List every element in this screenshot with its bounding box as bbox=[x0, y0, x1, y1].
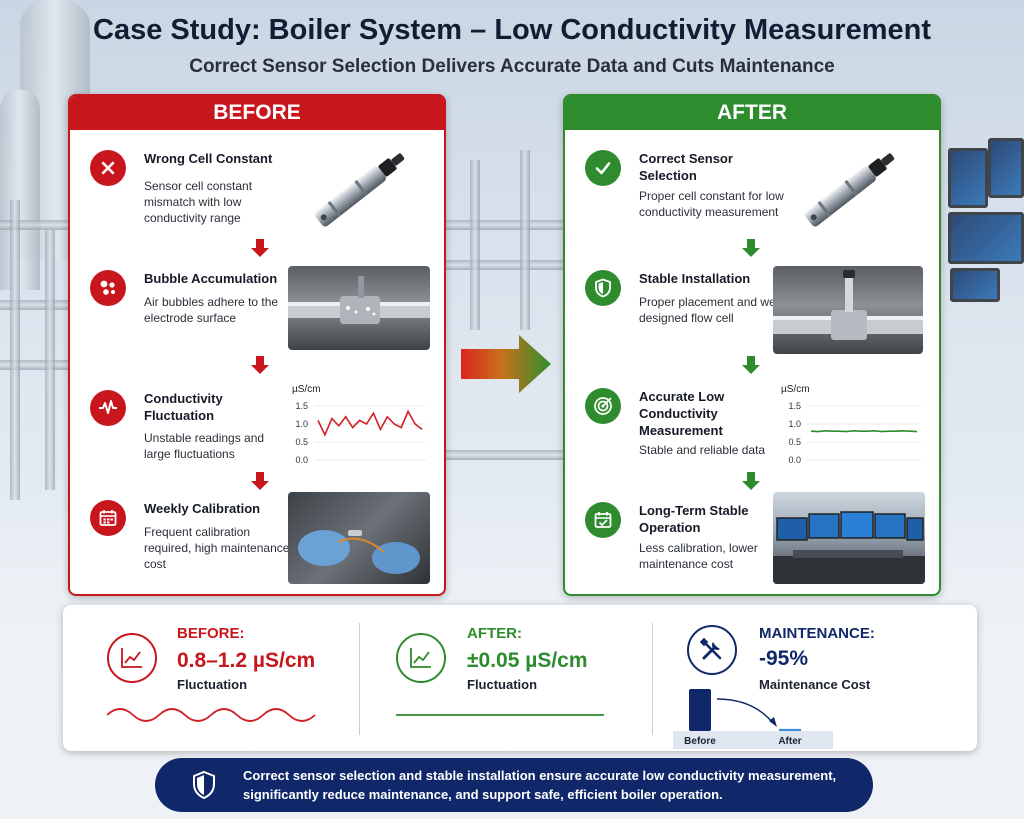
wavy-fluctuation-line bbox=[107, 708, 316, 722]
step-title: Stable Installation bbox=[639, 271, 751, 286]
tools-icon bbox=[687, 625, 737, 675]
sensor-image bbox=[300, 144, 420, 234]
y-tick-label: 1.5 bbox=[788, 401, 801, 411]
x-icon bbox=[90, 150, 126, 186]
result-maintenance-sub: Maintenance Cost bbox=[759, 677, 871, 692]
chart-unit-label: µS/cm bbox=[292, 384, 321, 395]
step-description: Less calibration, lower maintenance cost bbox=[639, 541, 758, 571]
chart-unit-label: µS/cm bbox=[781, 384, 810, 395]
before-series-line bbox=[317, 409, 423, 437]
result-maintenance: MAINTENANCE: -95% Maintenance Cost Befor… bbox=[653, 605, 977, 751]
shield-icon bbox=[191, 770, 217, 805]
before-panel: BEFORE Wrong Cell Constant Sensor cell c… bbox=[68, 94, 446, 596]
y-tick-label: 1.0 bbox=[788, 419, 801, 429]
step-title: Bubble Accumulation bbox=[144, 271, 278, 286]
conclusion-banner: Correct sensor selection and stable inst… bbox=[155, 758, 873, 812]
pulse-icon bbox=[90, 390, 126, 426]
y-tick-label: 0.5 bbox=[295, 437, 308, 447]
after-step-accurate-measurement: Accurate Low Conductivity Measurement St… bbox=[585, 388, 785, 478]
result-after: AFTER: ±0.05 µS/cm Fluctuation bbox=[360, 605, 652, 751]
bar-after-label: After bbox=[778, 736, 801, 747]
results-summary: BEFORE: 0.8–1.2 µS/cm Fluctuation AFTER:… bbox=[63, 605, 977, 751]
before-step-wrong-cell-constant: Wrong Cell Constant Sensor cell constant… bbox=[90, 150, 290, 230]
result-maintenance-value: -95% bbox=[759, 647, 809, 670]
y-tick-label: 0.0 bbox=[788, 455, 801, 465]
step-title: Wrong Cell Constant bbox=[144, 151, 273, 166]
step-title: Correct Sensor Selection bbox=[639, 151, 733, 183]
before-conductivity-chart: µS/cm 1.5 1.0 0.5 0.0 bbox=[292, 384, 426, 465]
flat-stable-line bbox=[396, 714, 604, 716]
step-title: Conductivity Fluctuation bbox=[144, 391, 223, 423]
after-conductivity-chart: µS/cm 1.5 1.0 0.5 0.0 bbox=[781, 384, 921, 465]
before-step-conductivity-fluctuation: Conductivity Fluctuation Unstable readin… bbox=[90, 390, 290, 470]
maintenance-bar-before bbox=[689, 689, 711, 731]
bubble-pipe-photo bbox=[288, 266, 430, 350]
page-subtitle: Correct Sensor Selection Delivers Accura… bbox=[189, 56, 835, 77]
maintenance-cost-bars: Before After bbox=[673, 689, 833, 749]
step-title: Accurate Low Conductivity Measurement bbox=[639, 389, 725, 438]
before-to-after-arrow bbox=[455, 333, 555, 400]
installation-photo bbox=[773, 266, 923, 354]
step-title: Long-Term Stable Operation bbox=[639, 503, 749, 535]
bubbles-icon bbox=[90, 270, 126, 306]
target-icon bbox=[585, 388, 621, 424]
before-heading: BEFORE bbox=[70, 96, 444, 130]
result-before-label: BEFORE: bbox=[177, 625, 245, 642]
after-panel: AFTER Correct Sensor Selection Proper ce… bbox=[563, 94, 941, 596]
result-before: BEFORE: 0.8–1.2 µS/cm Fluctuation bbox=[63, 605, 359, 751]
step-title: Weekly Calibration bbox=[144, 501, 261, 516]
result-divider bbox=[359, 623, 360, 735]
control-room-photo bbox=[773, 492, 925, 584]
bar-before-label: Before bbox=[684, 736, 716, 747]
y-tick-label: 0.0 bbox=[295, 455, 308, 465]
result-divider bbox=[652, 623, 653, 735]
calendar-icon bbox=[90, 500, 126, 536]
step-description: Sensor cell constant mismatch with low c… bbox=[144, 179, 253, 225]
check-icon bbox=[585, 150, 621, 186]
y-tick-label: 1.5 bbox=[295, 401, 308, 411]
after-step-stable-installation: Stable Installation Proper placement and… bbox=[585, 270, 785, 350]
after-heading: AFTER bbox=[565, 96, 939, 130]
result-maintenance-label: MAINTENANCE: bbox=[759, 625, 875, 642]
after-step-long-term-operation: Long-Term Stable Operation Less calibrat… bbox=[585, 502, 785, 588]
calibration-photo bbox=[288, 492, 430, 584]
result-after-value: ±0.05 µS/cm bbox=[467, 649, 588, 672]
shield-icon bbox=[585, 270, 621, 306]
step-description: Stable and reliable data bbox=[639, 443, 766, 457]
trend-chart-icon bbox=[396, 633, 446, 683]
step-description: Unstable readings and large fluctuations bbox=[144, 431, 265, 461]
y-tick-label: 1.0 bbox=[295, 419, 308, 429]
step-description: Proper cell constant for low conductivit… bbox=[639, 189, 784, 219]
maintenance-bar-after bbox=[779, 728, 801, 731]
sensor-image bbox=[790, 144, 910, 234]
result-before-value: 0.8–1.2 µS/cm bbox=[177, 649, 316, 672]
bar-base bbox=[673, 731, 833, 749]
result-before-sub: Fluctuation bbox=[177, 677, 248, 692]
step-description: Proper placement and well-designed flow … bbox=[639, 295, 786, 325]
after-step-correct-sensor-selection: Correct Sensor Selection Proper cell con… bbox=[585, 150, 785, 230]
after-series-line bbox=[810, 429, 918, 433]
result-after-label: AFTER: bbox=[467, 625, 522, 642]
step-description: Air bubbles adhere to the electrode surf… bbox=[144, 295, 279, 325]
step-description: Frequent calibration required, high main… bbox=[144, 525, 290, 571]
page-title: Case Study: Boiler System – Low Conducti… bbox=[93, 14, 931, 46]
y-tick-label: 0.5 bbox=[788, 437, 801, 447]
calendar-check-icon bbox=[585, 502, 621, 538]
conclusion-text: Correct sensor selection and stable inst… bbox=[243, 768, 837, 802]
before-step-bubble-accumulation: Bubble Accumulation Air bubbles adhere t… bbox=[90, 270, 290, 350]
before-step-weekly-calibration: Weekly Calibration Frequent calibration … bbox=[90, 500, 290, 580]
result-after-sub: Fluctuation bbox=[467, 677, 538, 692]
trend-chart-icon bbox=[107, 633, 157, 683]
